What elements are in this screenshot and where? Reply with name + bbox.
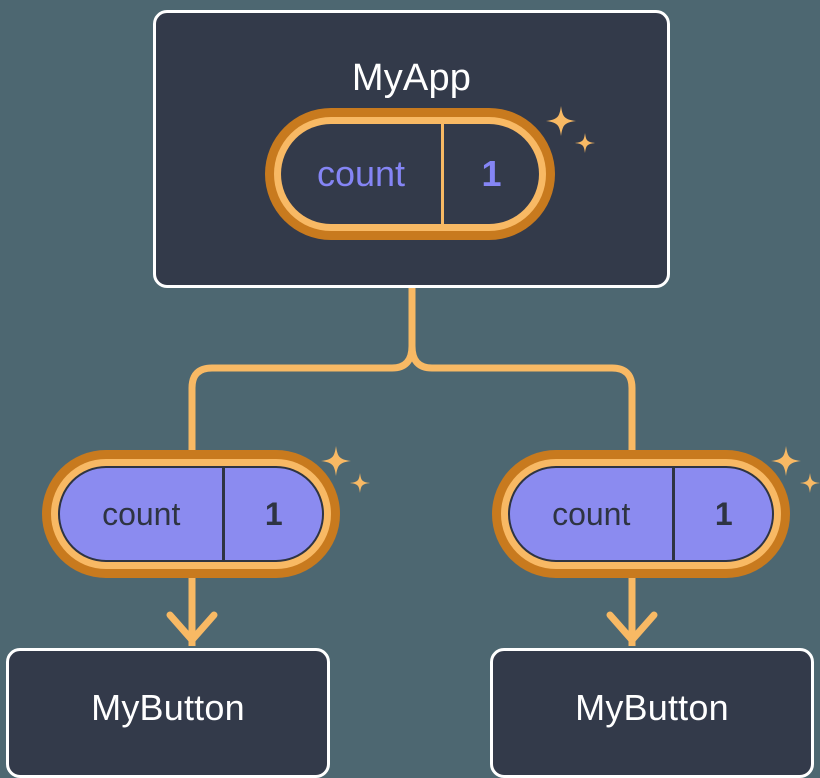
state-key: count: [316, 153, 406, 194]
state-key: count: [552, 495, 631, 532]
component-label: MyButton: [91, 687, 245, 728]
component-label: MyButton: [575, 687, 729, 728]
pill-inner-ring: count 1: [274, 117, 546, 231]
component-box-mybutton-left[interactable]: MyButton: [6, 648, 330, 778]
pill-inner-ring: count 1: [51, 459, 331, 569]
pill-body: count 1: [508, 466, 774, 562]
state-pill-root[interactable]: count 1: [265, 108, 555, 240]
state-pill-child-right[interactable]: count 1: [492, 450, 790, 578]
state-value: 1: [222, 468, 322, 560]
state-value: 1: [440, 124, 539, 224]
state-pill-child-left[interactable]: count 1: [42, 450, 340, 578]
pill-body: count 1: [281, 124, 539, 224]
arrow-down-icon: [166, 611, 218, 644]
pill-body: count 1: [58, 466, 324, 562]
component-box-mybutton-right[interactable]: MyButton: [490, 648, 814, 778]
wire-branch-right: [408, 342, 636, 454]
page-title: MyApp: [351, 57, 472, 99]
state-value: 1: [672, 468, 772, 560]
state-key: count: [102, 495, 181, 532]
wire-branch-left: [188, 342, 416, 454]
arrow-down-icon: [606, 611, 658, 644]
pill-inner-ring: count 1: [501, 459, 781, 569]
